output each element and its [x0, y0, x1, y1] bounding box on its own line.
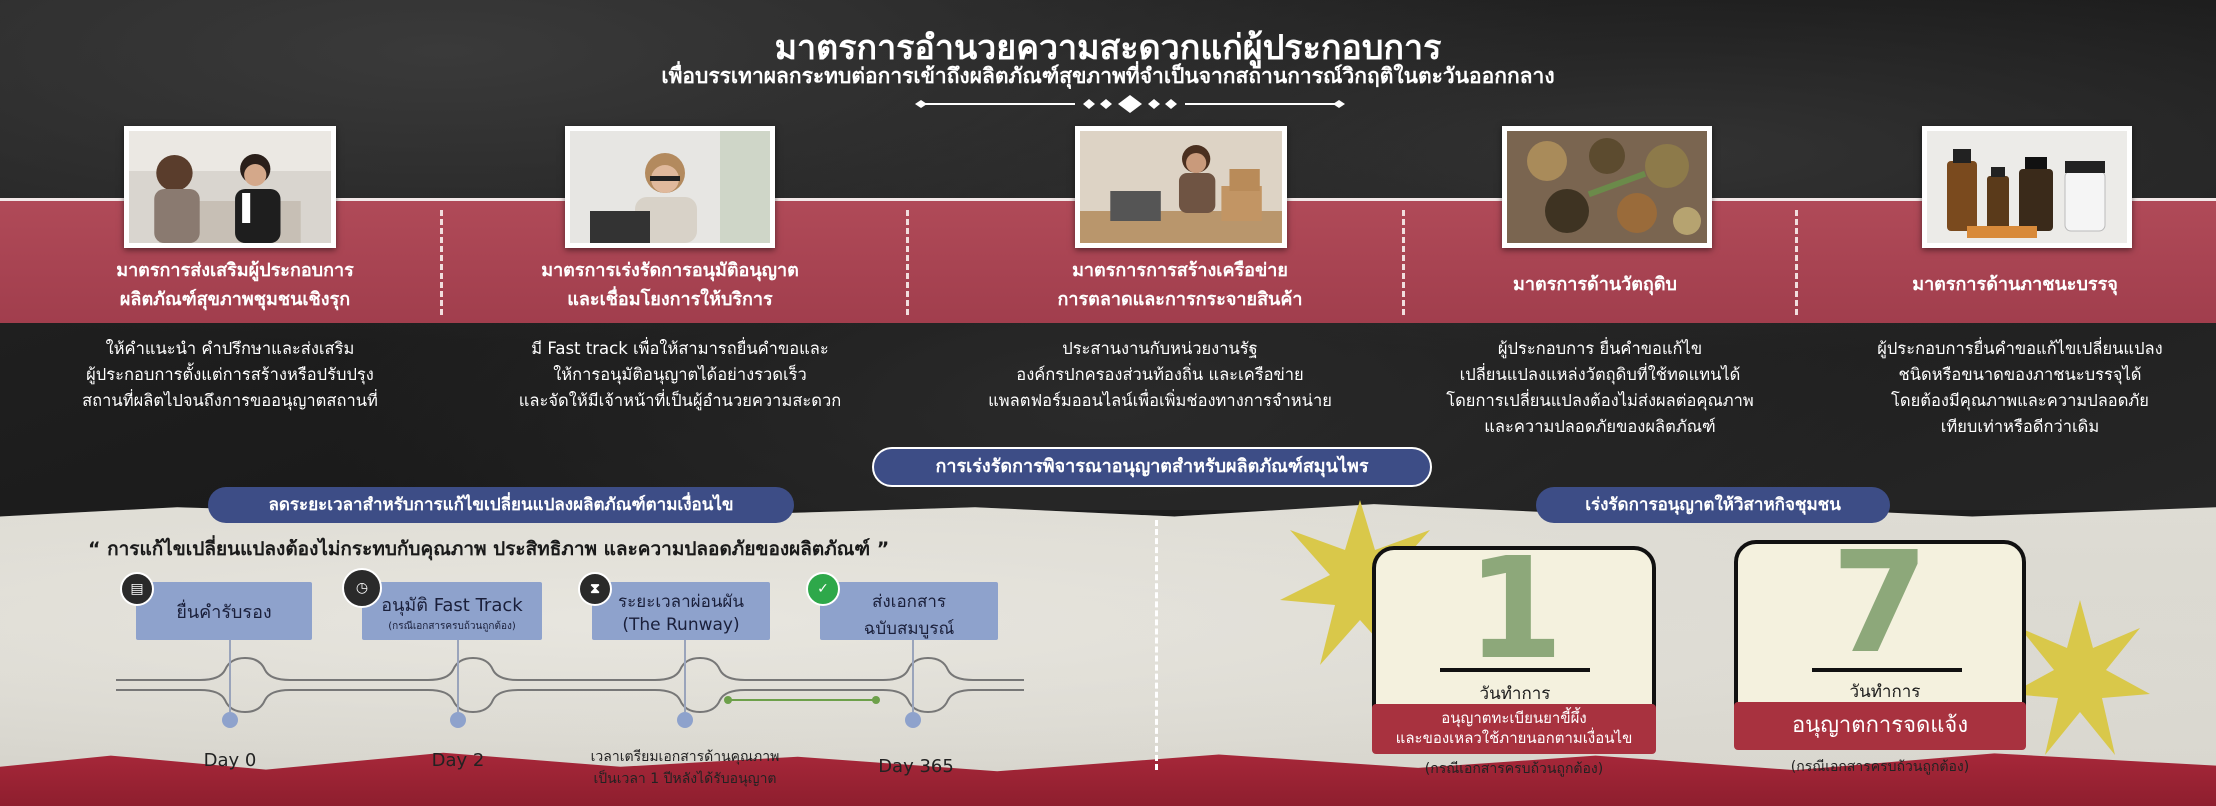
ointment-permit-banner: อนุญาตทะเบียนยาขี้ผึ้ง และของเหลวใช้ภายน…: [1372, 704, 1656, 754]
page-title: มาตรการอำนวยความสะดวกแก่ผู้ประกอบการ: [774, 28, 1442, 68]
day-label-365: Day 365: [878, 756, 954, 777]
divider-ornament: [915, 95, 1345, 113]
measure-title-4: มาตรการด้านวัตถุดิบ: [1513, 274, 1677, 295]
one-day-unit: วันทำการ: [1479, 684, 1551, 704]
timeline-dot: [222, 712, 238, 728]
measure-desc-2: มี Fast track เพื่อให้สามารถยื่นคำขอและ …: [518, 339, 842, 410]
number-underline: [1812, 668, 1962, 672]
step-submit-certificate: ยื่นคำรับรอง: [136, 582, 312, 640]
measure-divider: [440, 210, 443, 315]
day-label-0: Day 0: [203, 750, 257, 771]
community-enterprise-pill: เร่งรัดการอนุญาตให้วิสาหกิจชุมชน: [1536, 487, 1890, 523]
starburst-decoration: [1280, 500, 1440, 665]
seven-day-unit: วันทำการ: [1849, 682, 1921, 702]
section-divider: [1155, 520, 1158, 770]
notification-permit-banner: อนุญาตการจดแจ้ง: [1734, 702, 2026, 750]
woman-laptop-photo: [565, 126, 775, 248]
quality-quote: “ การแก้ไขเปลี่ยนแปลงต้องไม่กระทบกับคุณภ…: [88, 538, 890, 560]
measure-desc-5: ผู้ประกอบการยื่นคำขอแก้ไขเปลี่ยนแปลง ชนิ…: [1877, 339, 2163, 436]
seven-day-note: (กรณีเอกสารครบถ้วนถูกต้อง): [1790, 759, 1970, 775]
step-complete-documents: ส่งเอกสาร ฉบับสมบูรณ์: [820, 582, 998, 640]
hourglass-icon: ⧗: [578, 572, 612, 606]
step-fast-track: อนุมัติ Fast Track (กรณีเอกสารครบถ้วนถูก…: [362, 582, 542, 640]
number-underline: [1440, 668, 1590, 672]
seven-day-number: 7: [1831, 522, 1929, 685]
herbs-photo: [1502, 126, 1712, 248]
step-connector: [229, 640, 231, 712]
measure-desc-4: ผู้ประกอบการ ยื่นคำขอแก้ไข เปลี่ยนแปลงแห…: [1446, 339, 1754, 436]
measure-divider: [906, 210, 909, 315]
one-day-note: (กรณีเอกสารครบถ้วนถูกต้อง): [1424, 761, 1604, 777]
measure-desc-3: ประสานงานกับหน่วยงานรัฐ องค์กรปกครองส่วน…: [988, 339, 1332, 410]
check-icon: ✓: [806, 572, 840, 606]
measure-title-3: มาตรการการสร้างเครือข่าย การตลาดและการกร…: [1057, 260, 1303, 310]
day-label-2: Day 2: [431, 750, 485, 771]
consultation-photo: [124, 126, 336, 248]
packaging-photo: [1075, 126, 1287, 248]
measure-title-5: มาตรการด้านภาชนะบรรจุ: [1912, 274, 2118, 295]
measure-divider: [1402, 210, 1405, 315]
step-connector: [457, 640, 459, 712]
timeline-dot: [677, 712, 693, 728]
runway-note: เวลาเตรียมเอกสารด้านคุณภาพ เป็นเวลา 1 ปี…: [590, 749, 780, 787]
one-day-number: 1: [1466, 528, 1564, 691]
measure-title-1: มาตรการส่งเสริมผู้ประกอบการ ผลิตภัณฑ์สุข…: [116, 260, 354, 310]
reduce-time-pill: ลดระยะเวลาสำหรับการแก้ไขเปลี่ยนแปลงผลิตภ…: [208, 487, 794, 523]
step-connector: [912, 640, 914, 712]
step-grace-period: ระยะเวลาผ่อนผัน (The Runway): [592, 582, 770, 640]
timeline-dot: [905, 712, 921, 728]
timeline-dot: [450, 712, 466, 728]
starburst-decoration: [2010, 600, 2150, 755]
stopwatch-icon: ◷: [342, 568, 382, 608]
measure-title-2: มาตรการเร่งรัดการอนุมัติอนุญาต และเชื่อม…: [541, 260, 799, 310]
bottles-photo: [1922, 126, 2132, 248]
step-connector: [684, 640, 686, 712]
page-subtitle: เพื่อบรรเทาผลกระทบต่อการเข้าถึงผลิตภัณฑ์…: [661, 64, 1555, 88]
herbal-acceleration-pill: การเร่งรัดการพิจารณาอนุญาตสำหรับผลิตภัณฑ…: [872, 447, 1432, 487]
timeline-track: [116, 656, 1024, 714]
measure-desc-1: ให้คำแนะนำ คำปรึกษาและส่งเสริม ผู้ประกอบ…: [82, 339, 378, 410]
document-icon: ▤: [120, 572, 154, 606]
measure-divider: [1795, 210, 1798, 315]
